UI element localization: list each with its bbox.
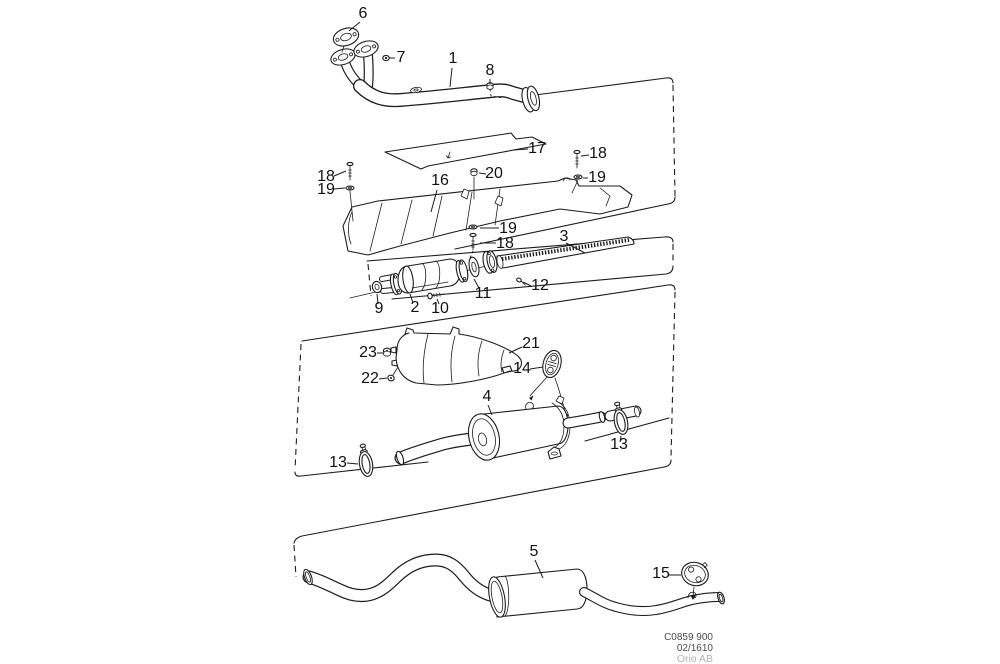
- screw-22: [387, 366, 399, 382]
- part-label-6: 6: [348, 5, 368, 32]
- svg-text:16: 16: [431, 172, 449, 189]
- bolt-10: [427, 292, 445, 300]
- seal-ring: [371, 280, 383, 294]
- svg-text:14: 14: [513, 360, 531, 377]
- heatshield-lower: [342, 177, 633, 256]
- publisher-name: Orio AB: [677, 653, 713, 664]
- part-label-23: 23: [359, 344, 383, 361]
- svg-text:2: 2: [411, 299, 420, 316]
- part-label-19: 19: [317, 181, 346, 198]
- part-label-18: 18: [580, 145, 607, 162]
- svg-text:23: 23: [359, 344, 377, 361]
- svg-text:4: 4: [483, 388, 492, 405]
- svg-text:18: 18: [496, 235, 514, 252]
- svg-text:18: 18: [317, 168, 335, 185]
- part-label-14: 14: [513, 360, 544, 377]
- screw-washer-left: [345, 161, 355, 222]
- svg-text:9: 9: [375, 300, 384, 317]
- part-label-5: 5: [530, 543, 544, 579]
- svg-text:1: 1: [449, 50, 458, 67]
- svg-text:13: 13: [329, 454, 347, 471]
- svg-text:21: 21: [522, 335, 540, 352]
- part-label-19: 19: [480, 220, 517, 237]
- svg-text:6: 6: [359, 5, 368, 22]
- nut-20: [470, 168, 478, 200]
- part-label-20: 20: [478, 165, 503, 182]
- part-label-22: 22: [361, 370, 388, 387]
- part-label-13: 13: [610, 435, 628, 453]
- svg-text:12: 12: [531, 277, 549, 294]
- branch-flange-right: [353, 40, 379, 58]
- part-label-15: 15: [652, 565, 681, 582]
- heatshield-upper-plate: [384, 132, 547, 170]
- screw-washer-right: [571, 149, 583, 194]
- flange-gasket: [332, 27, 360, 47]
- section-frame-top: [454, 77, 676, 250]
- part-label-8: 8: [486, 62, 495, 84]
- clamp-nut: [486, 82, 494, 90]
- part-label-1: 1: [449, 50, 458, 88]
- svg-text:19: 19: [588, 169, 606, 186]
- middle-muffler-group: [394, 395, 642, 466]
- part-label-21: 21: [508, 335, 540, 354]
- svg-text:5: 5: [530, 543, 539, 560]
- downpipe-group: [330, 27, 541, 113]
- svg-text:19: 19: [317, 181, 335, 198]
- svg-text:11: 11: [475, 285, 492, 302]
- part-label-13: 13: [329, 454, 359, 471]
- pipe-bracket-hole: [410, 86, 422, 94]
- part-label-18: 18: [317, 168, 347, 185]
- part-label-9: 9: [375, 293, 384, 317]
- svg-text:13: 13: [610, 436, 628, 453]
- part-label-3: 3: [560, 228, 586, 254]
- section-frame-middle: [293, 284, 676, 578]
- part-label-17: 17: [512, 140, 546, 157]
- svg-text:22: 22: [361, 370, 379, 387]
- rubber-hanger-14: [529, 349, 569, 419]
- svg-text:7: 7: [397, 49, 406, 66]
- part-label-18: 18: [480, 235, 514, 252]
- part-label-4: 4: [483, 388, 493, 416]
- downpipe-end-flange: [521, 85, 541, 113]
- svg-text:15: 15: [652, 565, 670, 582]
- catalyst-group: [349, 236, 635, 300]
- intermediate-pipe: [496, 236, 635, 269]
- drawing-number: C0859 900: [664, 632, 713, 643]
- part-label-16: 16: [430, 172, 449, 213]
- svg-text:19: 19: [499, 220, 517, 237]
- drawing-footer: C0859 900 02/1610 Orio AB: [664, 632, 713, 664]
- part-label-11: 11: [473, 278, 492, 302]
- svg-text:3: 3: [560, 228, 569, 245]
- part-label-19: 19: [583, 169, 606, 186]
- cat-outlet-flange: [455, 259, 469, 283]
- svg-text:10: 10: [431, 300, 449, 317]
- pipe-clamp-left: [358, 443, 374, 477]
- screw-washer-mid: [468, 224, 478, 259]
- pipe3-flange: [482, 250, 498, 274]
- rear-muffler-group: [302, 553, 725, 618]
- gasket-11: [468, 256, 480, 278]
- svg-text:18: 18: [589, 145, 607, 162]
- nut-23: [382, 347, 392, 357]
- svg-text:17: 17: [528, 140, 546, 157]
- part-label-7: 7: [389, 49, 406, 66]
- part-label-10: 10: [431, 298, 449, 317]
- section-frame-catalyst: [366, 236, 674, 300]
- heatshield-21: [382, 326, 522, 386]
- pipe-clamp-right: [613, 401, 629, 435]
- rubber-hanger-15: [681, 561, 709, 600]
- svg-text:20: 20: [485, 165, 503, 182]
- drawing-date: 02/1610: [677, 643, 714, 654]
- bolt-12: [516, 277, 526, 286]
- catalytic-converter: [397, 258, 461, 294]
- flange-nut: [382, 54, 390, 62]
- svg-text:8: 8: [486, 62, 495, 79]
- part-label-2: 2: [409, 293, 420, 316]
- part-label-12: 12: [522, 277, 549, 294]
